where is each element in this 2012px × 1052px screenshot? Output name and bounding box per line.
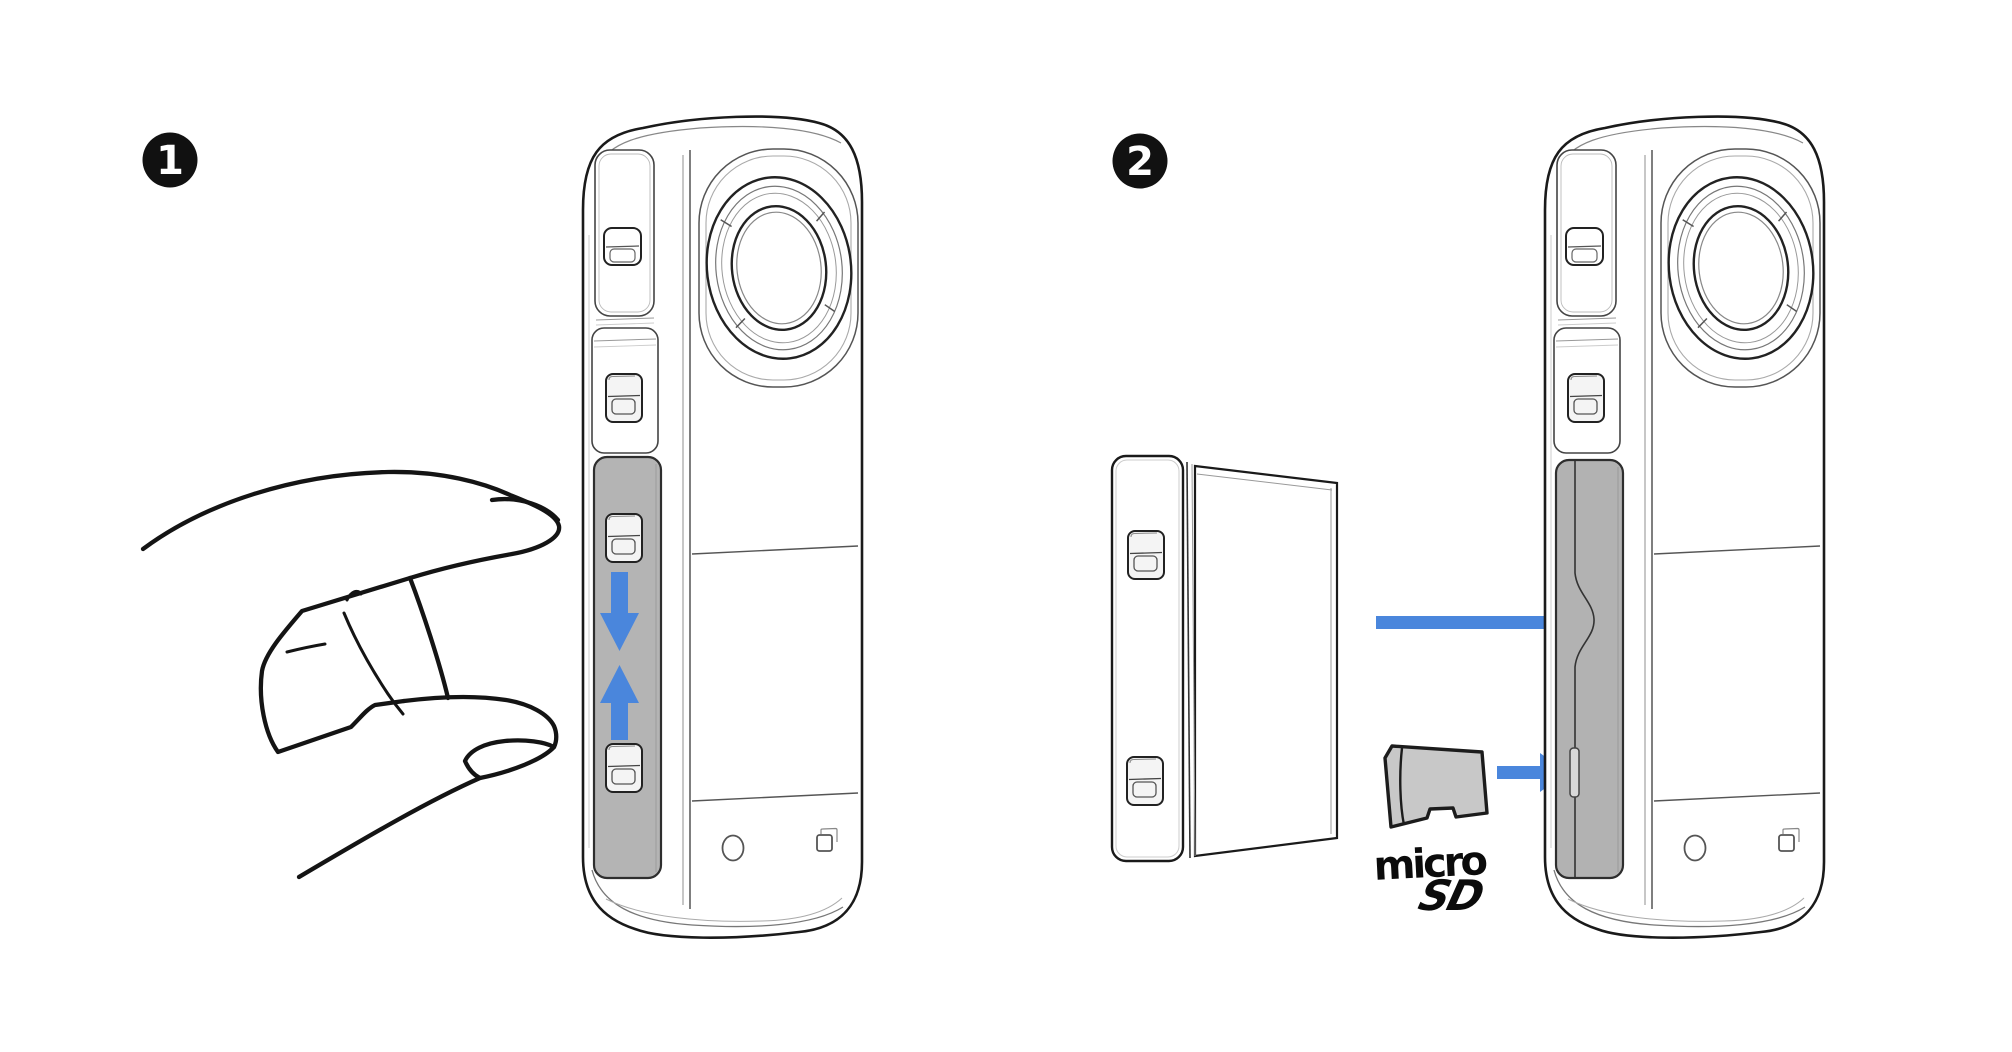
camera-closed-door (583, 117, 862, 938)
pinching-hand-illustration (140, 469, 562, 880)
knuckle-crease (407, 575, 451, 701)
microsd-slot (1569, 747, 1580, 798)
battery-door-closed (592, 455, 663, 880)
step-1-number: 1 (156, 138, 184, 184)
thumbnail-outline (462, 738, 557, 781)
door-latch-top (1127, 530, 1165, 580)
thumb-outline (296, 694, 559, 880)
microsd-logo-micro: micro (1373, 838, 1488, 890)
step-2-panel: 2 micro SD (1110, 117, 1824, 938)
microsd-card-icon (1383, 744, 1489, 829)
door-latch-bottom (1126, 756, 1164, 806)
index-fingernail (489, 497, 561, 523)
battery-box-side (1193, 464, 1339, 858)
insert-battery-arrow-icon (1376, 600, 1590, 644)
microsd-logo: micro SD (1373, 838, 1488, 921)
step-1-panel: 1 (140, 117, 863, 938)
step-2-number: 2 (1126, 139, 1154, 185)
knuckle-wrinkle-3 (285, 642, 327, 654)
compartment-recess (1554, 458, 1625, 880)
microsd-card-body (1383, 744, 1489, 829)
step-1-badge: 1 (142, 132, 198, 188)
door-latch-top (605, 513, 643, 563)
compartment-groove (1574, 461, 1595, 877)
folded-knuckle-outline (258, 575, 413, 755)
badge-circle (142, 132, 198, 188)
door-latch-bottom (605, 743, 643, 793)
camera-open-compartment (1545, 117, 1824, 938)
badge-circle (1112, 133, 1168, 189)
press-up-arrow-icon (600, 665, 639, 740)
open-battery-compartment (1554, 458, 1625, 880)
squeeze-arrows-icon (600, 572, 639, 740)
press-down-arrow-icon (600, 572, 639, 651)
battery-door-removed (1110, 454, 1339, 863)
knuckle-wrinkle-2 (342, 611, 405, 716)
step-2-badge: 2 (1112, 133, 1168, 189)
index-finger-outline (140, 469, 562, 581)
microsd-logo-sd: SD (1414, 872, 1488, 921)
knuckle-wrinkle-1 (345, 589, 363, 602)
